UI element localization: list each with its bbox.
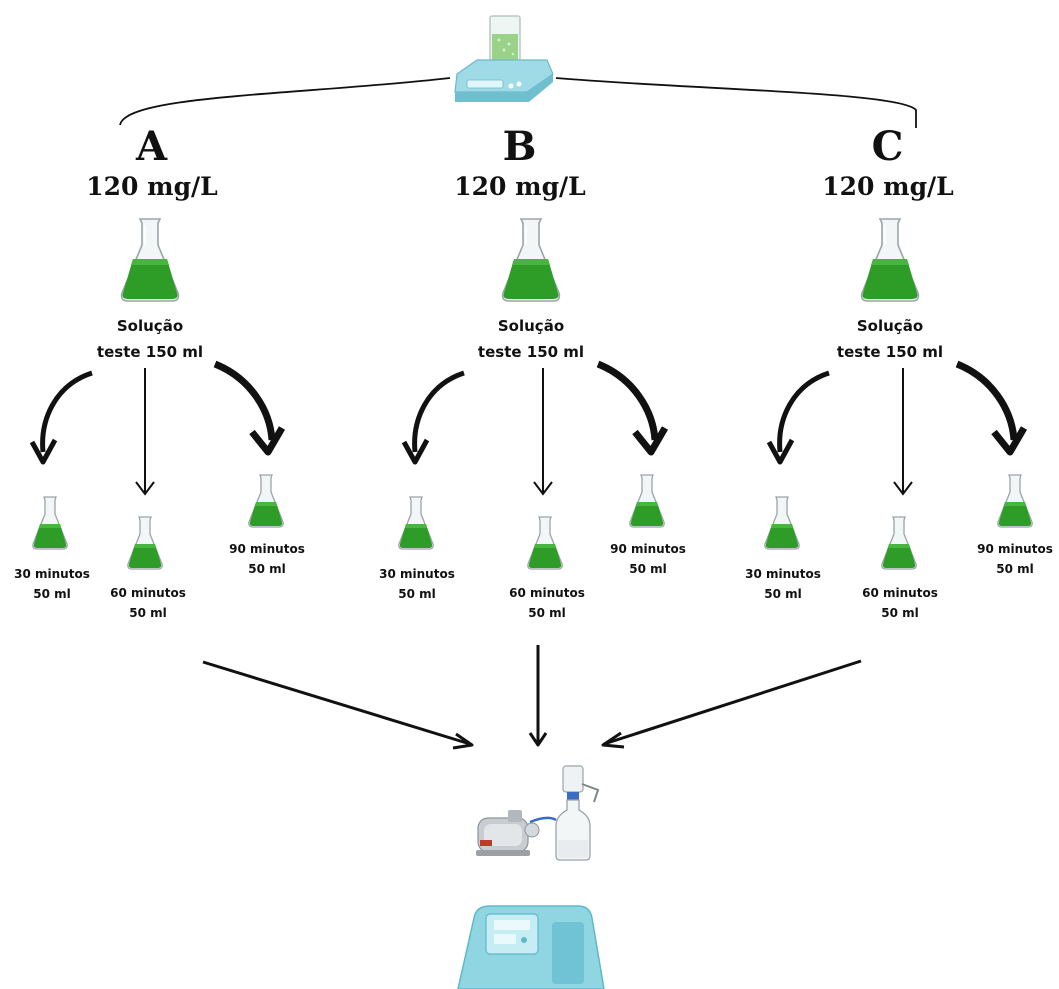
erlenmeyer-flask-icon: [248, 474, 284, 528]
solution-label-line1: Solução: [856, 317, 924, 335]
solution-label-line2: teste 150 ml: [477, 343, 585, 361]
group-label-c: C: [871, 123, 905, 170]
sample-volume: 50 ml: [248, 562, 286, 576]
erlenmeyer-flask-icon: [860, 218, 920, 302]
sample-label-a-30: 30 minutos 50 ml: [0, 564, 112, 604]
sample-time: 90 minutos: [610, 542, 686, 556]
erlenmeyer-flask-icon: [120, 218, 180, 302]
concentration-a: 120 mg/L: [86, 172, 218, 201]
erlenmeyer-flask-icon: [997, 474, 1033, 528]
bracket-line: [555, 77, 917, 128]
solution-label-line2: teste 150 ml: [836, 343, 944, 361]
sample-volume: 50 ml: [764, 587, 802, 601]
sample-label-a-90: 90 minutos 50 ml: [207, 539, 327, 579]
spectrophotometer-icon: [457, 905, 605, 989]
bracket-line: [119, 77, 451, 126]
sample-time: 30 minutos: [14, 567, 90, 581]
sample-time: 60 minutos: [509, 586, 585, 600]
solution-label-b: Solução teste 150 ml: [431, 313, 631, 365]
arrow-to-filter-left: [202, 660, 471, 746]
sample-time: 60 minutos: [110, 586, 186, 600]
arrow-b-90: [596, 360, 659, 441]
vacuum-filtration-icon: [476, 765, 600, 861]
arrow-b-30: [412, 370, 465, 453]
sample-label-b-90: 90 minutos 50 ml: [588, 539, 708, 579]
arrow-a-90: [213, 360, 276, 441]
concentration-b: 120 mg/L: [454, 172, 586, 201]
group-label-a: A: [135, 123, 169, 170]
erlenmeyer-flask-icon: [629, 474, 665, 528]
erlenmeyer-flask-icon: [398, 496, 434, 550]
solution-label-line1: Solução: [116, 317, 184, 335]
sample-label-c-90: 90 minutos 50 ml: [955, 539, 1059, 579]
magnetic-stirrer-icon: [454, 15, 554, 102]
sample-volume: 50 ml: [33, 587, 71, 601]
arrow-c-30: [777, 370, 830, 453]
sample-time: 30 minutos: [745, 567, 821, 581]
sample-volume: 50 ml: [881, 606, 919, 620]
sample-time: 90 minutos: [977, 542, 1053, 556]
arrow-to-filter-right: [603, 659, 862, 746]
sample-label-c-60: 60 minutos 50 ml: [840, 583, 960, 620]
sample-time: 30 minutos: [379, 567, 455, 581]
sample-label-b-30: 30 minutos 50 ml: [357, 564, 477, 604]
sample-label-a-60: 60 minutos 50 ml: [88, 583, 208, 620]
erlenmeyer-flask-icon: [764, 496, 800, 550]
sample-time: 60 minutos: [862, 586, 938, 600]
sample-label-b-60: 60 minutos 50 ml: [487, 583, 607, 620]
solution-label-line1: Solução: [497, 317, 565, 335]
solution-label-a: Solução teste 150 ml: [50, 313, 250, 365]
arrow-a-30: [40, 370, 93, 453]
sample-time: 90 minutos: [229, 542, 305, 556]
sample-volume: 50 ml: [996, 562, 1034, 576]
group-label-b: B: [502, 123, 538, 170]
solution-label-line2: teste 150 ml: [96, 343, 204, 361]
erlenmeyer-flask-icon: [32, 496, 68, 550]
erlenmeyer-flask-icon: [881, 516, 917, 570]
erlenmeyer-flask-icon: [501, 218, 561, 302]
sample-volume: 50 ml: [629, 562, 667, 576]
concentration-c: 120 mg/L: [822, 172, 954, 201]
erlenmeyer-flask-icon: [127, 516, 163, 570]
sample-label-c-30: 30 minutos 50 ml: [723, 564, 843, 604]
solution-label-c: Solução teste 150 ml: [790, 313, 990, 365]
erlenmeyer-flask-icon: [527, 516, 563, 570]
sample-volume: 50 ml: [528, 606, 566, 620]
arrow-c-90: [955, 360, 1018, 441]
sample-volume: 50 ml: [129, 606, 167, 620]
sample-volume: 50 ml: [398, 587, 436, 601]
